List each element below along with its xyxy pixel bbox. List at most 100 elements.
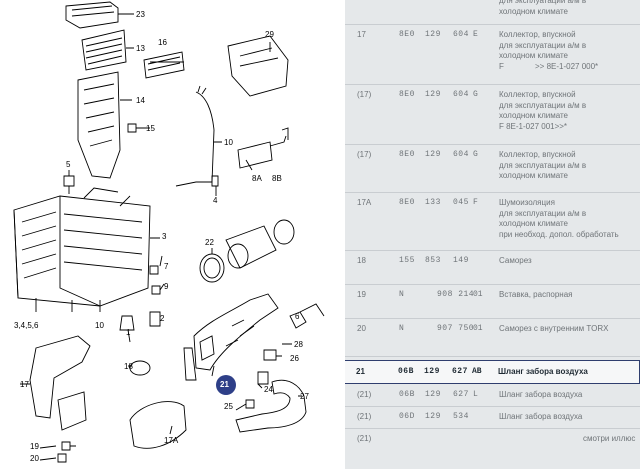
row-part-sub: 534 <box>453 412 469 421</box>
row-number: 20 <box>357 324 366 333</box>
row-description: Коллектор, впускной для эксплуатации а/м… <box>499 30 599 71</box>
diagram-label-9: 9 <box>164 282 169 291</box>
row-part-group: 06D <box>399 412 415 421</box>
row-part-group: N <box>399 290 405 299</box>
diagram-label-28: 28 <box>294 340 303 349</box>
row-description: Шумоизоляция для эксплуатации а/м в холо… <box>499 198 619 239</box>
diagram-label-19: 19 <box>30 442 39 451</box>
diagram-label-17a: 17A <box>164 436 179 445</box>
table-row[interactable]: 20 N 907 750 01 Саморез с внутренним TOR… <box>345 318 640 357</box>
diagram-label-8a: 8A <box>252 174 262 183</box>
row-description: Коллектор, впускной для эксплуатации а/м… <box>499 150 587 180</box>
row-part-main: 853 <box>425 256 441 265</box>
row-part-main: 129 <box>425 150 441 159</box>
row-description: Шланг забора воздуха <box>498 367 588 376</box>
diagram-label-16: 16 <box>158 38 167 47</box>
table-row[interactable]: (17) 8E0 129 604 G Коллектор, впускной д… <box>345 144 640 193</box>
diagram-label-7: 7 <box>164 262 169 271</box>
row-part-main: 129 <box>425 412 441 421</box>
diagram-label-8b: 8B <box>272 174 282 183</box>
row-part-sub: 604 <box>453 90 469 99</box>
row-part-suffix: 01 <box>473 324 483 333</box>
diagram-label-3: 3 <box>162 232 167 241</box>
table-row[interactable]: (17) 8E0 129 604 G Коллектор, впускной д… <box>345 84 640 145</box>
diagram-label-10-bottom: 10 <box>95 321 104 330</box>
row-description: для эксплуатации а/м в холодном климате <box>499 0 587 16</box>
table-row[interactable]: (21) 06B 129 627 L Шланг забора воздуха <box>345 384 640 407</box>
table-row[interactable]: 17 8E0 129 604 E Коллектор, впускной для… <box>345 24 640 85</box>
row-part-main: 133 <box>425 198 441 207</box>
diagram-label-20: 20 <box>30 454 39 463</box>
row-part-sub: 604 <box>453 30 469 39</box>
row-part-suffix: E <box>473 30 478 39</box>
row-number: (17) <box>357 90 372 99</box>
diagram-label-17: 17 <box>20 380 29 389</box>
diagram-label-4: 4 <box>213 196 218 205</box>
row-part-suffix: 01 <box>473 290 483 299</box>
callout-21-marker <box>216 375 236 395</box>
row-part-main: 129 <box>425 30 441 39</box>
diagram-label-10-top: 10 <box>224 138 233 147</box>
row-description: Вставка, распорная <box>499 290 573 299</box>
diagram-label-26: 26 <box>290 354 299 363</box>
diagram-label-1: 1 <box>126 328 131 337</box>
diagram-label-25: 25 <box>224 402 233 411</box>
row-part-main: 129 <box>425 390 441 399</box>
diagram-label-5: 5 <box>66 160 71 169</box>
table-row[interactable]: 19 N 908 214 01 Вставка, распорная <box>345 284 640 319</box>
row-number: 21 <box>356 367 365 376</box>
row-part-suffix: AB <box>472 367 482 376</box>
row-part-sub: 604 <box>453 150 469 159</box>
row-part-suffix: G <box>473 150 478 159</box>
row-part-group: 8E0 <box>399 198 415 207</box>
diagram-label-6: 6 <box>295 312 300 321</box>
row-part-sub: 907 750 <box>437 324 475 333</box>
row-part-group: 155 <box>399 256 415 265</box>
diagram-label-14: 14 <box>136 96 145 105</box>
row-part-sub: 627 <box>452 367 468 376</box>
diagram-label-21-highlight[interactable]: 21 <box>220 380 229 389</box>
row-part-suffix: F <box>473 198 478 207</box>
diagram-label-18: 18 <box>124 362 133 371</box>
row-part-sub: 149 <box>453 256 469 265</box>
row-number: (21) <box>357 434 372 443</box>
row-number: 17 <box>357 30 366 39</box>
parts-table[interactable]: для эксплуатации а/м в холодном климате … <box>345 0 640 469</box>
row-part-group: 8E0 <box>399 150 415 159</box>
row-description: Саморез с внутренним TORX <box>499 324 609 333</box>
row-description: Шланг забора воздуха <box>499 390 583 399</box>
diagram-label-22: 22 <box>205 238 214 247</box>
row-number: 18 <box>357 256 366 265</box>
row-part-main: 129 <box>425 90 441 99</box>
row-description: смотри иллюс <box>583 434 636 443</box>
diagram-label-27: 27 <box>300 392 309 401</box>
row-part-group: N <box>399 324 405 333</box>
diagram-label-13: 13 <box>136 44 145 53</box>
row-number: 19 <box>357 290 366 299</box>
table-row[interactable]: 17A 8E0 133 045 F Шумоизоляция для экспл… <box>345 192 640 251</box>
row-part-sub: 045 <box>453 198 469 207</box>
row-part-suffix: L <box>473 390 478 399</box>
table-row[interactable]: 18 155 853 149 Саморез <box>345 250 640 285</box>
parts-diagram[interactable]: 23 13 16 29 14 15 10 5 8A 8B 4 3 2 22 7 … <box>0 0 345 469</box>
table-row[interactable]: для эксплуатации а/м в холодном климате <box>345 0 640 25</box>
table-row[interactable]: (21) 06D 129 534 Шланг забора воздуха <box>345 406 640 429</box>
row-part-sub: 627 <box>453 390 469 399</box>
diagram-drawing <box>13 1 325 463</box>
diagram-label-29: 29 <box>265 30 274 39</box>
diagram-label-3456: 3,4,5,6 <box>14 321 39 330</box>
row-part-group: 8E0 <box>399 90 415 99</box>
row-part-suffix: G <box>473 90 478 99</box>
row-part-group: 06B <box>399 390 415 399</box>
row-part-main: 129 <box>424 367 440 376</box>
table-row[interactable]: (21) смотри иллюс <box>345 428 640 469</box>
diagram-label-23: 23 <box>136 10 145 19</box>
row-description: Шланг забора воздуха <box>499 412 583 421</box>
row-description: Коллектор, впускной для эксплуатации а/м… <box>499 90 587 131</box>
table-row-selected[interactable]: 21 06B 129 627 AB Шланг забора воздуха <box>345 360 640 384</box>
diagram-label-15: 15 <box>146 124 155 133</box>
diagram-label-24: 24 <box>264 385 273 394</box>
row-part-group: 8E0 <box>399 30 415 39</box>
row-description: Саморез <box>499 256 532 265</box>
row-part-sub: 908 214 <box>437 290 475 299</box>
